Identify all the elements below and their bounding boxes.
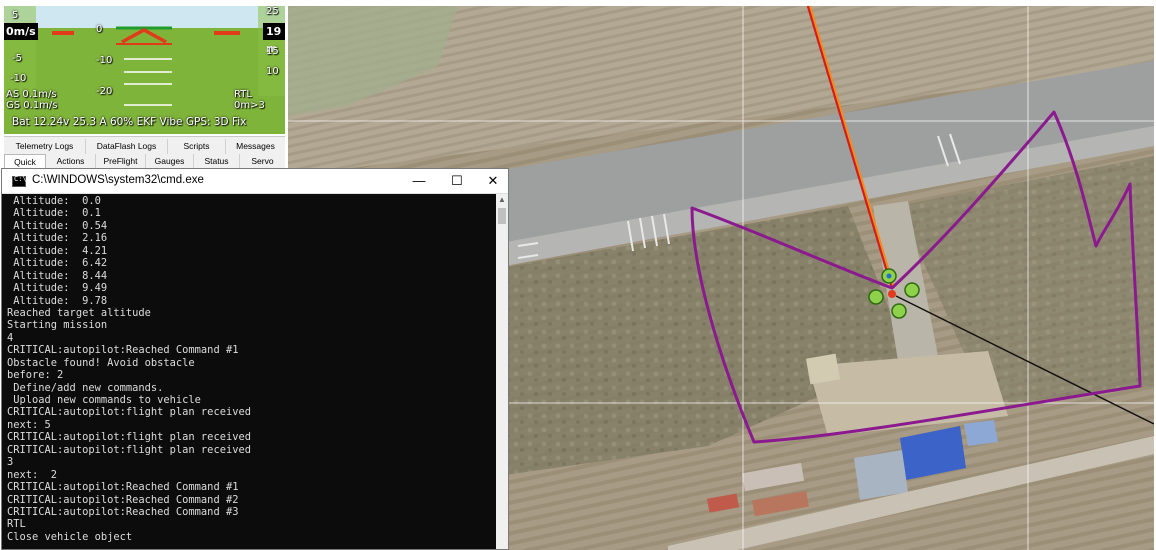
console-line: CRITICAL:autopilot:Reached Command #3 xyxy=(7,505,239,518)
console-output[interactable]: Altitude: 0.0 Altitude: 0.1 Altitude: 0.… xyxy=(7,195,489,547)
sheds xyxy=(741,462,805,492)
console-line: next: 2 xyxy=(7,468,58,481)
console-line: 4 xyxy=(7,331,14,344)
tab-messages[interactable]: Messages xyxy=(236,141,275,151)
aircraft-symbol xyxy=(121,28,167,44)
console-line: before: 2 xyxy=(7,369,64,382)
tab-gauges[interactable]: Gauges xyxy=(146,154,194,169)
console-line: next: 5 xyxy=(7,418,51,431)
tab-servo[interactable]: Servo xyxy=(251,156,274,166)
console-line: CRITICAL:autopilot:flight plan received xyxy=(7,406,251,419)
scroll-up-icon[interactable]: ▲ xyxy=(498,195,506,204)
console-line: 3 xyxy=(7,456,14,469)
console-line: Altitude: 9.49 xyxy=(7,282,108,295)
flight-path xyxy=(690,110,1142,444)
console-line: Upload new commands to vehicle xyxy=(7,394,201,406)
console-line: Altitude: 0.0 xyxy=(7,195,101,207)
drone-icon[interactable] xyxy=(868,268,920,319)
pitch-label-0: 0 xyxy=(96,24,103,35)
console-line: CRITICAL:autopilot:flight plan received xyxy=(7,443,251,456)
south-road xyxy=(668,436,1154,550)
console-line: Obstacle found! Avoid obstacle xyxy=(7,356,195,369)
console-line: Altitude: 9.78 xyxy=(7,294,108,307)
maximize-button[interactable]: ☐ xyxy=(451,173,463,188)
nav-bearing-line xyxy=(895,295,1154,425)
heading-line xyxy=(809,6,895,289)
speed-scale-5: 5 xyxy=(12,10,19,21)
tab-actions[interactable]: Actions xyxy=(46,154,96,169)
taxiway xyxy=(873,201,938,361)
tab-quick[interactable]: Quick xyxy=(4,154,46,169)
hud-altitude-readout: 19 m xyxy=(263,23,285,55)
map-view[interactable] xyxy=(288,6,1154,550)
hud-ground xyxy=(4,28,285,134)
console-line: Altitude: 0.54 xyxy=(7,219,108,232)
console-line: RTL xyxy=(7,518,26,531)
console-line: Define/add new commands. xyxy=(7,381,164,394)
cmd-title: C:\WINDOWS\system32\cmd.exe xyxy=(32,174,204,186)
waypoint-distance: 0m>3 xyxy=(234,100,265,111)
red-roof xyxy=(707,493,739,513)
field-green xyxy=(288,6,458,116)
groundspeed-readout: GS 0.1m/s xyxy=(6,100,58,111)
ground-markings xyxy=(517,133,961,259)
tab-telemetry-logs[interactable]: Telemetry Logs xyxy=(4,139,86,154)
tab-dataflash-logs[interactable]: DataFlash Logs xyxy=(86,139,168,154)
hud-artificial-horizon xyxy=(4,6,285,134)
grey-building xyxy=(854,450,908,500)
small-building xyxy=(964,420,998,446)
console-line: Close vehicle object xyxy=(7,530,133,543)
tab-status[interactable]: Status xyxy=(194,154,240,169)
pitch-ladder xyxy=(124,58,172,106)
hud-panel: 0m/s 19 m 0 -10 -20 5 -5 -10 25 15 10 AS… xyxy=(4,6,285,134)
console-line: CRITICAL:autopilot:Reached Command #1 xyxy=(7,481,239,494)
console-line: Altitude: 8.44 xyxy=(7,269,108,282)
cmd-icon: C:\ xyxy=(12,175,27,187)
console-line: Altitude: 6.42 xyxy=(7,257,108,270)
alt-scale-15: 15 xyxy=(266,46,279,57)
tab-preflight[interactable]: PreFlight xyxy=(96,154,146,169)
console-line: Altitude: 2.16 xyxy=(7,232,108,245)
console-scrollbar[interactable]: ▲ xyxy=(496,194,508,549)
control-tabs: Telemetry Logs DataFlash Logs Scripts Me… xyxy=(4,136,285,169)
field-north xyxy=(288,6,1154,176)
speed-scale-m5: -5 xyxy=(12,53,22,64)
console-line: Altitude: 4.21 xyxy=(7,244,108,257)
close-button[interactable]: ✕ xyxy=(487,173,499,188)
alt-scale-25: 25 xyxy=(266,6,279,17)
small-structure xyxy=(805,353,841,385)
cmd-window[interactable]: C:\ C:\WINDOWS\system32\cmd.exe — ☐ ✕ Al… xyxy=(1,168,509,550)
target-heading-line xyxy=(806,6,894,289)
satellite-map[interactable] xyxy=(288,6,1154,550)
red-sheds xyxy=(751,490,809,517)
console-line: CRITICAL:autopilot:flight plan received xyxy=(7,431,251,444)
hud-status-line: Bat 12.24v 25.3 A 60% EKF Vibe GPS: 3D F… xyxy=(12,116,247,128)
pitch-label-m10: -10 xyxy=(96,55,113,66)
pitch-label-m20: -20 xyxy=(96,86,113,97)
alt-scale-10: 10 xyxy=(266,66,279,77)
flight-mode: RTL xyxy=(234,89,252,100)
scroll-thumb[interactable] xyxy=(498,208,506,224)
minimize-button[interactable]: — xyxy=(412,173,426,188)
hud-speed-readout: 0m/s xyxy=(4,23,38,40)
airspeed-readout: AS 0.1m/s xyxy=(6,89,57,100)
hud-sky xyxy=(4,6,285,28)
cmd-icon-label: C:\ xyxy=(14,175,27,183)
blue-roof-building xyxy=(900,426,966,480)
tab-scripts[interactable]: Scripts xyxy=(168,139,226,154)
console-line: CRITICAL:autopilot:Reached Command #1 xyxy=(7,344,239,357)
cmd-titlebar[interactable]: C:\ C:\WINDOWS\system32\cmd.exe — ☐ ✕ xyxy=(2,169,508,194)
console-line: Reached target altitude xyxy=(7,306,151,319)
console-line: CRITICAL:autopilot:Reached Command #2 xyxy=(7,493,239,506)
console-line: Starting mission xyxy=(7,319,108,332)
speed-scale-m10: -10 xyxy=(10,73,27,84)
console-line: Altitude: 0.1 xyxy=(7,207,101,220)
